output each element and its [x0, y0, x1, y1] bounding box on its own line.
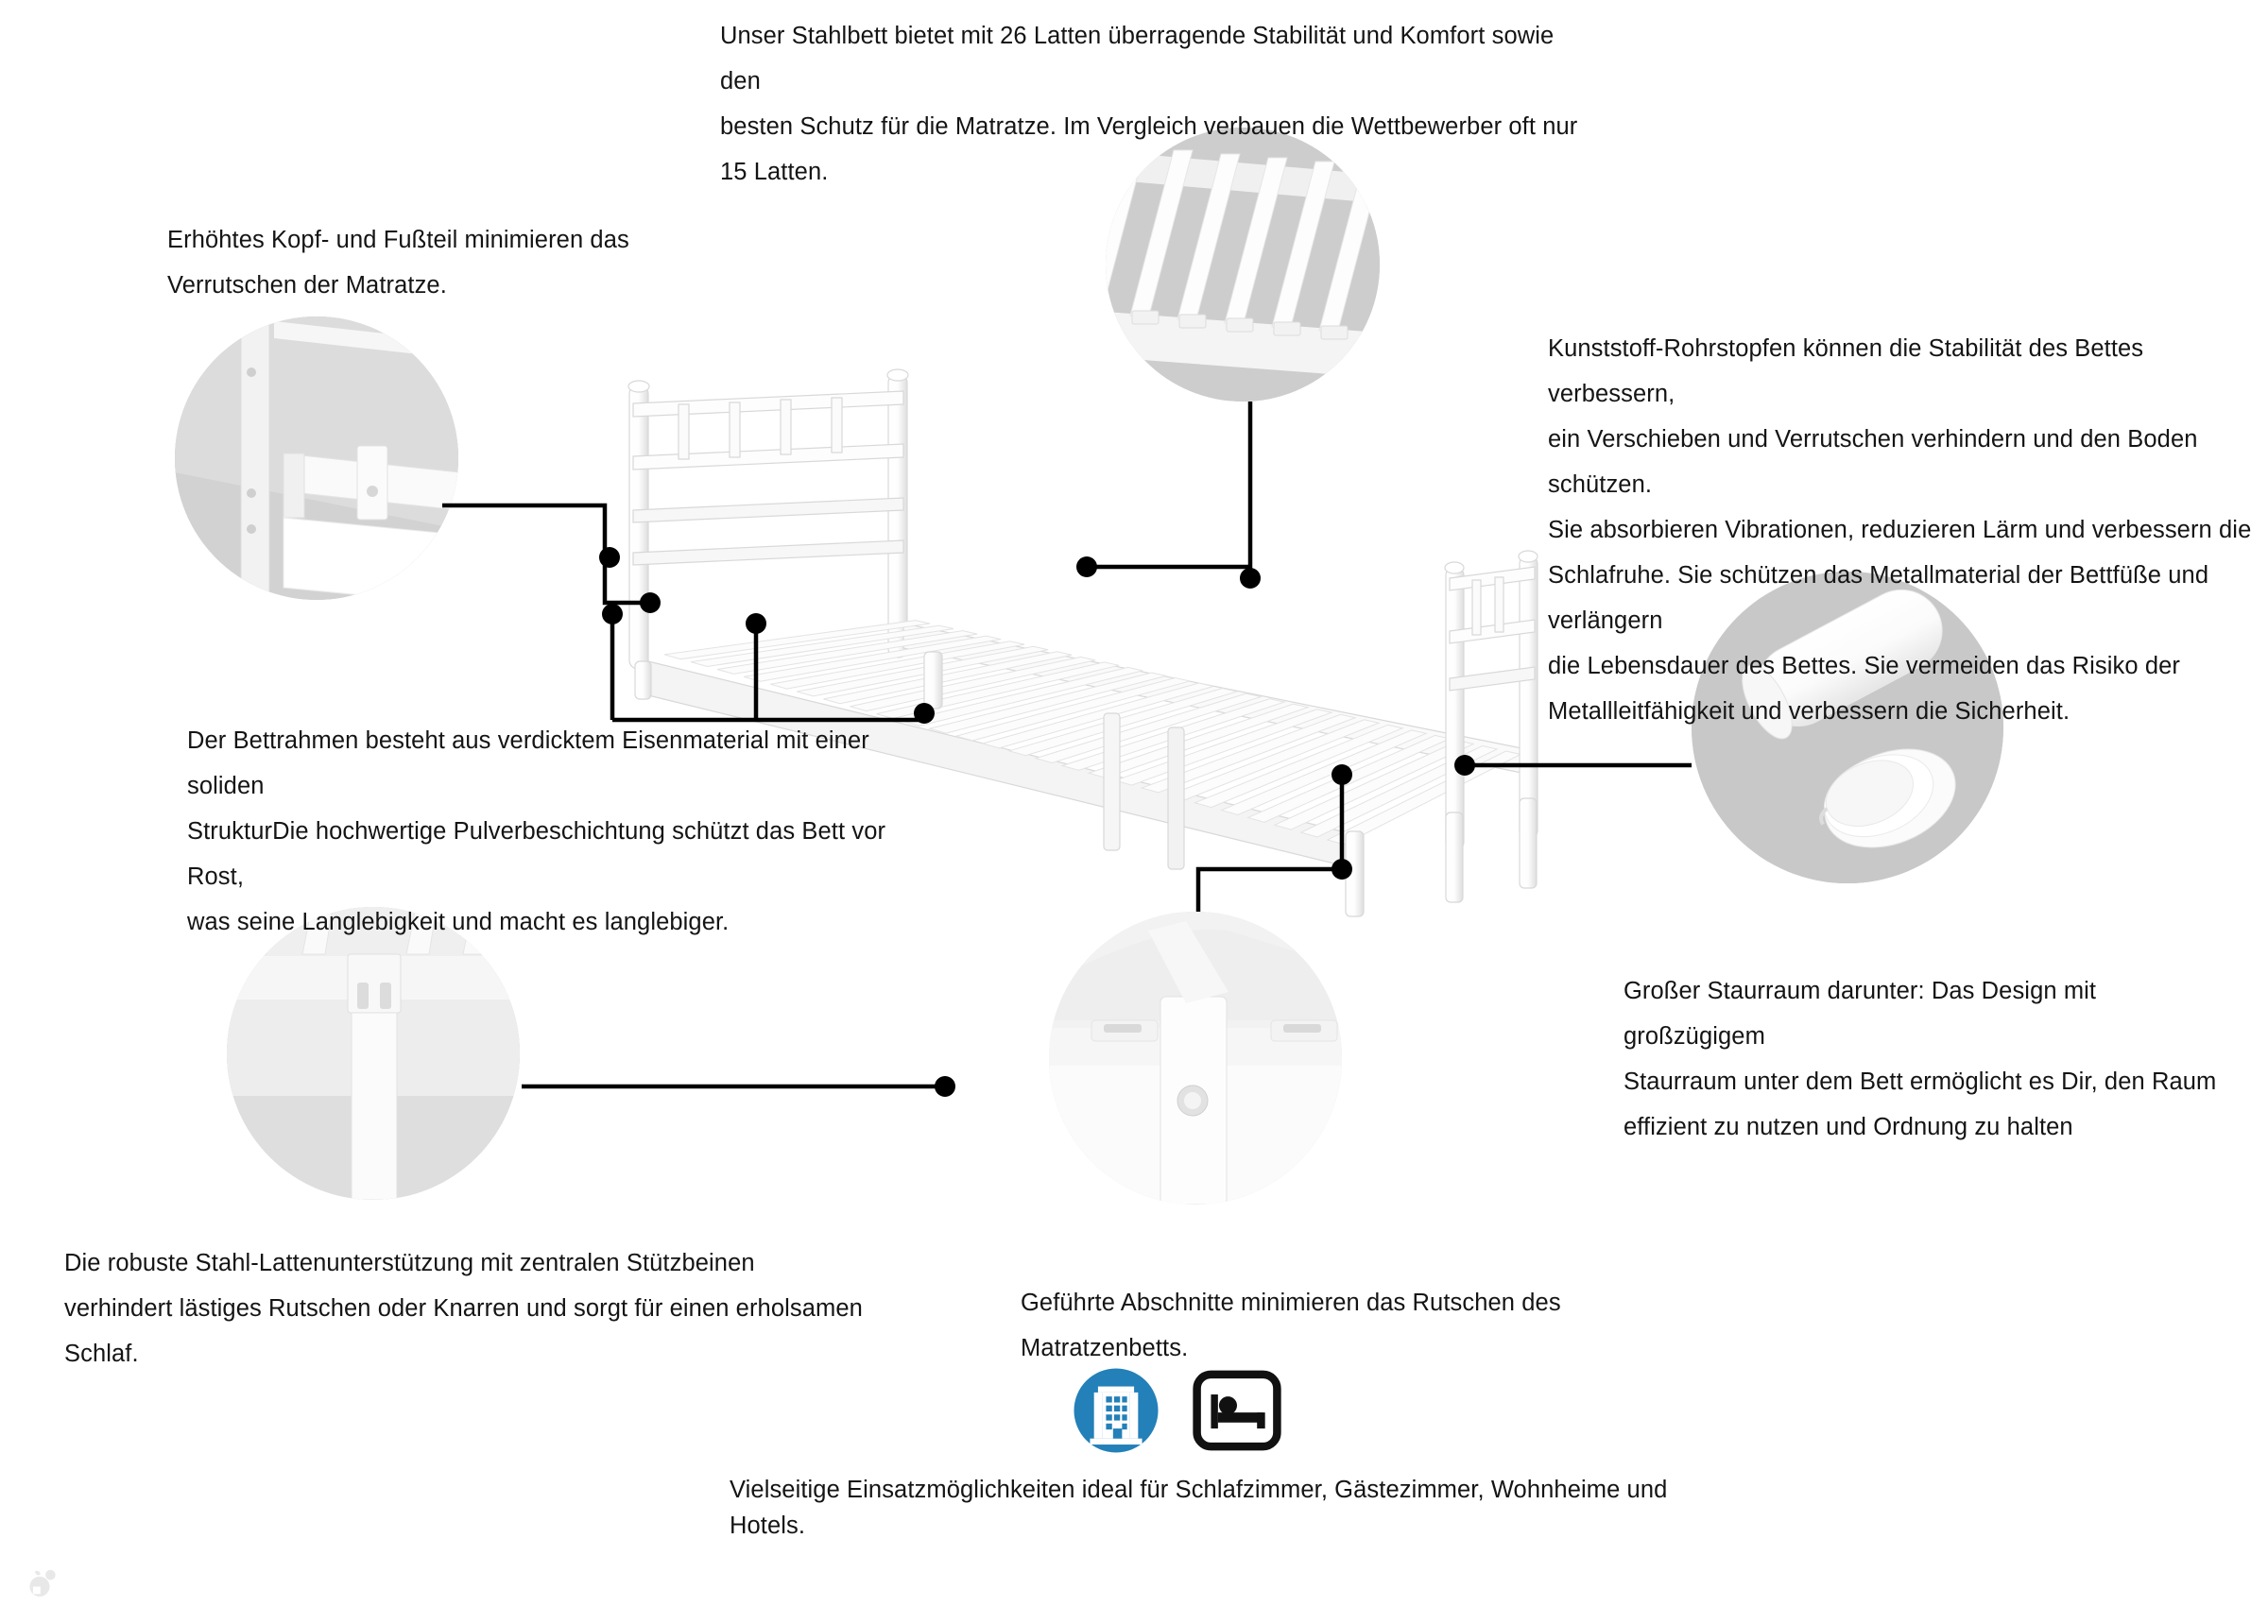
center-support-leg-2	[1167, 727, 1185, 870]
headboard	[627, 368, 909, 670]
building-icon	[1074, 1368, 1159, 1453]
center-support-leg	[1103, 712, 1121, 851]
bed-slat	[716, 630, 978, 675]
usage-icons	[1066, 1360, 1287, 1461]
steel-slat-support-note: Die robuste Stahl-Lattenunterstützung mi…	[64, 1250, 863, 1367]
bed-slat	[901, 666, 1143, 727]
bed-slat	[850, 656, 1096, 712]
raised-head-foot-note: Erhöhtes Kopf- und Fußteil minimieren da…	[167, 227, 629, 299]
bed-slat	[797, 645, 1049, 697]
bed-frame-material-note: Der Bettrahmen besteht aus verdicktem Ei…	[187, 727, 886, 935]
bed-slat	[954, 676, 1191, 742]
bed-slat	[1034, 692, 1263, 764]
bed-icon	[1193, 1370, 1281, 1451]
footboard	[1444, 550, 1538, 851]
bed-slat	[1007, 688, 1240, 757]
guided-sections-note: Geführte Abschnitte minimieren das Rutsc…	[1021, 1290, 1561, 1361]
plastic-tube-plug-note: Kunststoff-Rohrstopfen können die Stabil…	[1548, 335, 2252, 725]
detail-slats-closeup	[1106, 128, 1380, 402]
bed-slat	[1140, 713, 1357, 794]
versatile-use-caption: Vielseitige Einsatzmöglichkeiten ideal f…	[730, 1477, 1668, 1539]
bed-slat	[1087, 703, 1310, 778]
under-bed-storage-note: Großer Staurraum darunter: Das Design mi…	[1624, 978, 2217, 1140]
bed-slat	[823, 651, 1073, 705]
detail-headboard-bracket	[175, 316, 458, 600]
detail-guided-bracket	[1049, 912, 1342, 1205]
detail-tube-plugs	[1692, 572, 2003, 883]
bed-slat	[927, 672, 1167, 734]
bed-illustration	[627, 368, 1538, 917]
slat-count-note: Unser Stahlbett bietet mit 26 Latten übe…	[720, 23, 1578, 185]
watermark-logo	[29, 1569, 56, 1597]
bed-legs	[634, 651, 1538, 917]
bed-slat	[663, 620, 931, 660]
bed-slat	[980, 682, 1214, 749]
detail-center-leg	[227, 907, 520, 1200]
